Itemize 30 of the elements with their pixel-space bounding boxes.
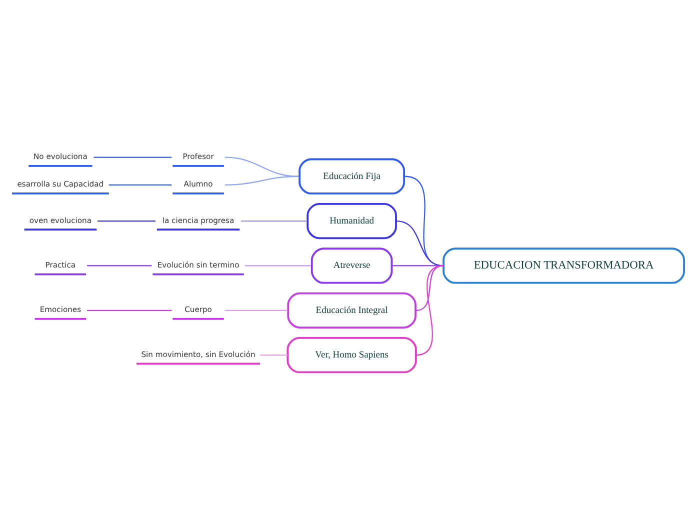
node-box: Ver, Homo Sapiens [286, 336, 417, 373]
node-text: Alumno [184, 179, 213, 188]
connector [244, 264, 311, 266]
connector [94, 156, 172, 158]
node-box: Atreverse [310, 247, 393, 284]
node-text: Sin movimiento, sin Evolución [141, 349, 256, 358]
node-box: Educación Fija [298, 158, 406, 194]
connector [87, 309, 172, 310]
node-box: Educación Integral [287, 292, 416, 328]
connector [416, 264, 444, 356]
node-box: Humanidad [306, 202, 397, 239]
node-text: la ciencia progresa [162, 215, 234, 224]
connector [224, 309, 288, 310]
node-box: EDUCACION TRANSFORMADORA [442, 247, 685, 284]
node-text: Emociones [40, 304, 82, 314]
connector [241, 220, 308, 222]
connector [260, 354, 288, 356]
connector [224, 156, 299, 176]
node-text: Cuerpo [184, 304, 212, 314]
connector [392, 264, 444, 266]
connector [87, 264, 152, 266]
connector [98, 220, 156, 222]
node-text: oven evoluciona [29, 215, 92, 224]
connector [224, 175, 299, 185]
node-text: Practica [45, 260, 76, 270]
node-text: Evolución sin termino [157, 260, 240, 270]
connector [108, 184, 172, 185]
node-text: No evoluciona [34, 152, 88, 161]
node-text: esarrolla su Capacidad [17, 179, 104, 188]
node-text: Profesor [182, 152, 214, 161]
